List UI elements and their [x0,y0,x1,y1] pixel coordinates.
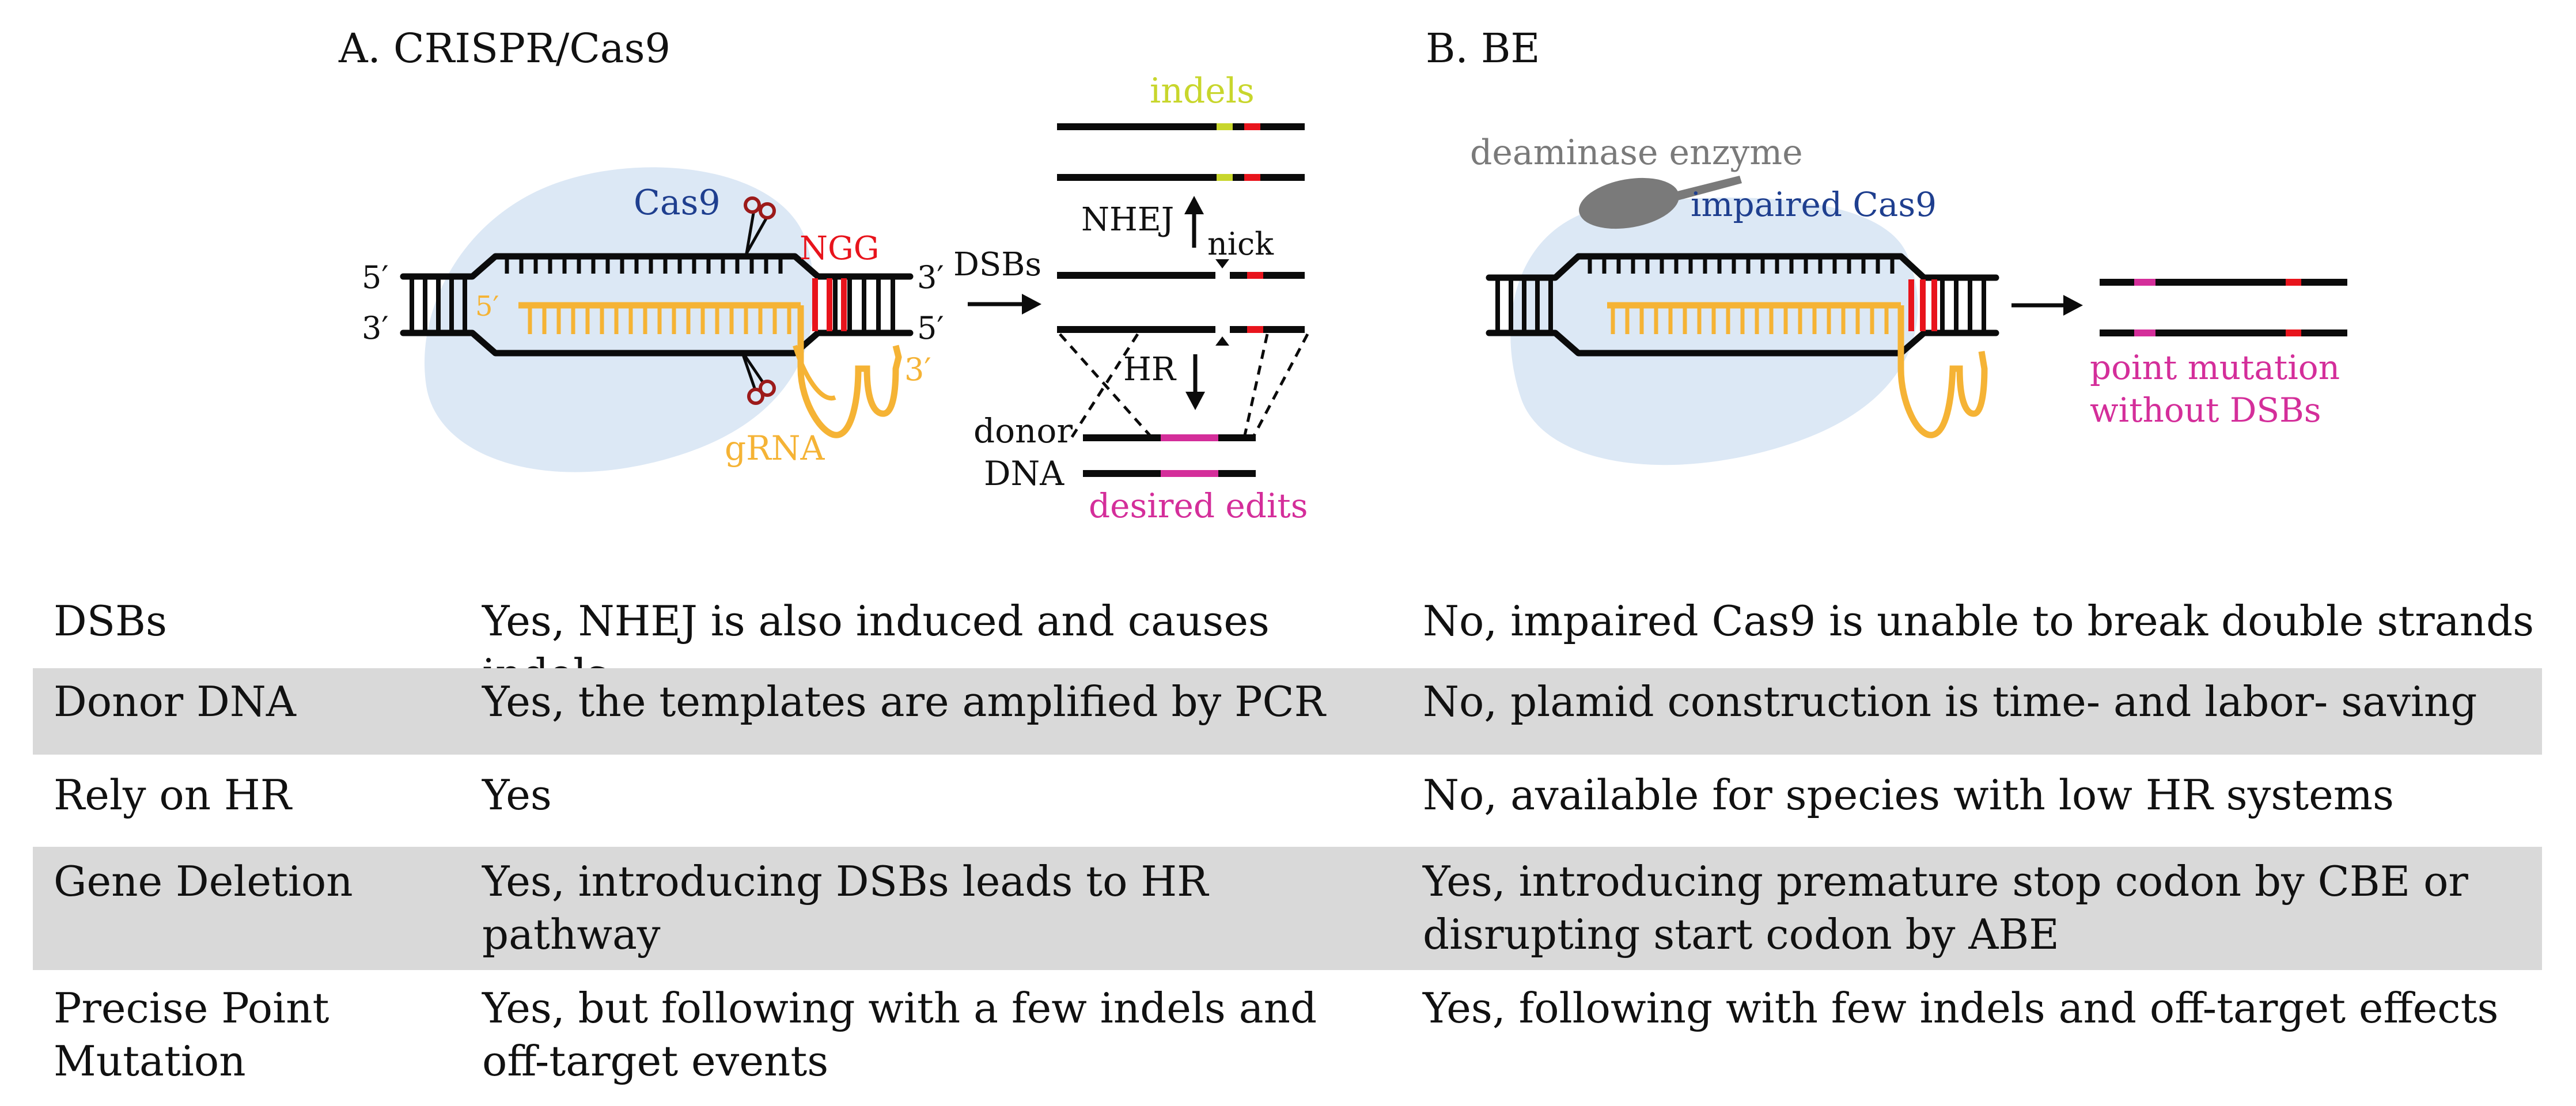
five-prime-grna-label: 5′ [475,290,499,323]
figure-diagram: A. CRISPR/Cas9 Cas9 NGG 5′ 3′ 3′ 5′ 5′ [338,25,2347,525]
arrow-to-result-icon [2011,295,2083,316]
hr-arrow-icon [1185,354,1205,410]
arrow-to-dsbs-icon [968,294,1041,315]
row-label: Rely on HR [54,771,292,819]
nick-label: nick [1207,226,1274,262]
without-dsbs-label: without DSBs [2090,391,2321,430]
be-cell: Yes, following with few indels and off-t… [1423,984,2499,1032]
row-label: Precise Point Mutation [54,984,329,1085]
be-cell: No, available for species with low HR sy… [1423,771,2394,819]
table-row-gene-deletion: Gene Deletion Yes, introducing DSBs lead… [33,847,2542,970]
crispr-cell: Yes, the templates are amplified by PCR [482,677,1325,726]
five-prime-bottom-right-label: 5′ [917,310,944,346]
panel-a-title: A. CRISPR/Cas9 [338,25,670,72]
grna-strand [518,302,902,438]
dna-label: DNA [984,454,1065,493]
dsbs-label: DSBs [953,246,1041,283]
point-mutation-label: point mutation [2090,348,2340,387]
nhej-arrow-icon [1184,196,1204,248]
scissors-top-icon [744,196,776,255]
indels-strands [1057,123,1305,181]
ngg-label: NGG [800,230,879,267]
desired-edits-label: desired edits [1089,486,1308,525]
be-cell: No, plamid construction is time- and lab… [1423,677,2477,726]
table-row-donor-dna: Donor DNA Yes, the templates are amplifi… [33,668,2542,755]
indels-label: indels [1150,71,1255,111]
crispr-cell: Yes, introducing DSBs leads to HR pathwa… [482,857,1209,959]
nhej-label: NHEJ [1081,201,1174,238]
crispr-cell: Yes, but following with a few indels and… [482,984,1317,1085]
row-label: Donor DNA [54,677,296,726]
panel-b-title: B. BE [1426,25,1540,72]
table-row-precise-point-mutation: Precise Point Mutation Yes, but followin… [33,970,2542,1103]
donor-strands [1083,434,1256,477]
deaminase-enzyme-icon [1579,176,1742,229]
cas9-protein-shape [424,167,815,472]
row-label: Gene Deletion [54,857,353,906]
ngg-pam-marks-b [1908,279,1937,331]
be-cell: Yes, introducing premature stop codon by… [1423,857,2468,959]
table-row-rely-on-hr: Rely on HR Yes No, available for species… [33,755,2542,841]
dna-duplex-a [400,253,914,357]
dsb-strands [1057,259,1305,346]
donor-label: donor [973,411,1073,450]
impaired-cas9-label: impaired Cas9 [1691,185,1937,224]
grna-strand-b [1607,302,1988,438]
be-cell: No, impaired Cas9 is unable to break dou… [1423,597,2535,645]
deaminase-label: deaminase enzyme [1470,132,1803,173]
five-prime-top-label: 5′ [362,259,389,296]
table-row-dsbs: DSBs Yes, NHEJ is also induced and cause… [33,585,2542,698]
row-label: DSBs [54,597,167,645]
hr-label: HR [1123,351,1177,388]
three-prime-grna-label: 3′ [904,351,931,388]
cas9-label: Cas9 [634,183,721,223]
three-prime-top-right-label: 3′ [917,259,944,296]
point-mutation-strands [2100,279,2347,336]
dna-duplex-b [1486,253,1999,357]
three-prime-bottom-label: 3′ [362,310,389,346]
scissors-bottom-icon [740,350,776,405]
hr-crossover-lines [1059,333,1309,439]
ngg-pam-marks [812,278,847,331]
crispr-cell: Yes [482,771,552,819]
grna-label: gRNA [725,429,825,468]
